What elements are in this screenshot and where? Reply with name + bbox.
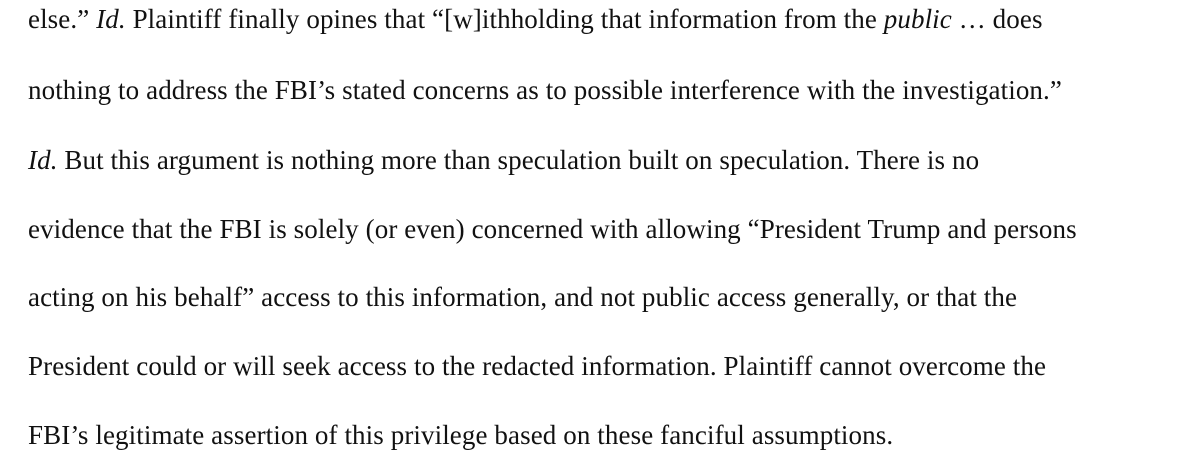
text-line-2: nothing to address the FBI’s stated conc… (28, 73, 1062, 107)
segment-italic: public (883, 4, 952, 34)
text-line-1: else.” Id. Plaintiff finally opines that… (28, 2, 1043, 36)
text-line-7: FBI’s legitimate assertion of this privi… (28, 418, 893, 452)
segment: … does (951, 4, 1043, 34)
text-line-5: acting on his behalf” access to this inf… (28, 280, 1017, 314)
segment-italic: Id. (28, 145, 58, 175)
text-line-3: Id. But this argument is nothing more th… (28, 143, 979, 177)
segment-italic: Id. (96, 4, 126, 34)
segment: acting on his behalf” access to this inf… (28, 282, 1018, 312)
text-line-6: President could or will seek access to t… (28, 349, 1046, 383)
segment: else.” (28, 4, 97, 34)
segment: President could or will seek access to t… (28, 351, 1047, 381)
segment: nothing to address the FBI’s stated conc… (28, 75, 1062, 105)
segment: Plaintiff finally opines that “[w]ithhol… (125, 4, 884, 34)
segment: But this argument is nothing more than s… (57, 145, 980, 175)
text-line-4: evidence that the FBI is solely (or even… (28, 212, 1077, 246)
segment: evidence that the FBI is solely (or even… (28, 214, 1077, 244)
segment: FBI’s legitimate assertion of this privi… (28, 420, 894, 450)
